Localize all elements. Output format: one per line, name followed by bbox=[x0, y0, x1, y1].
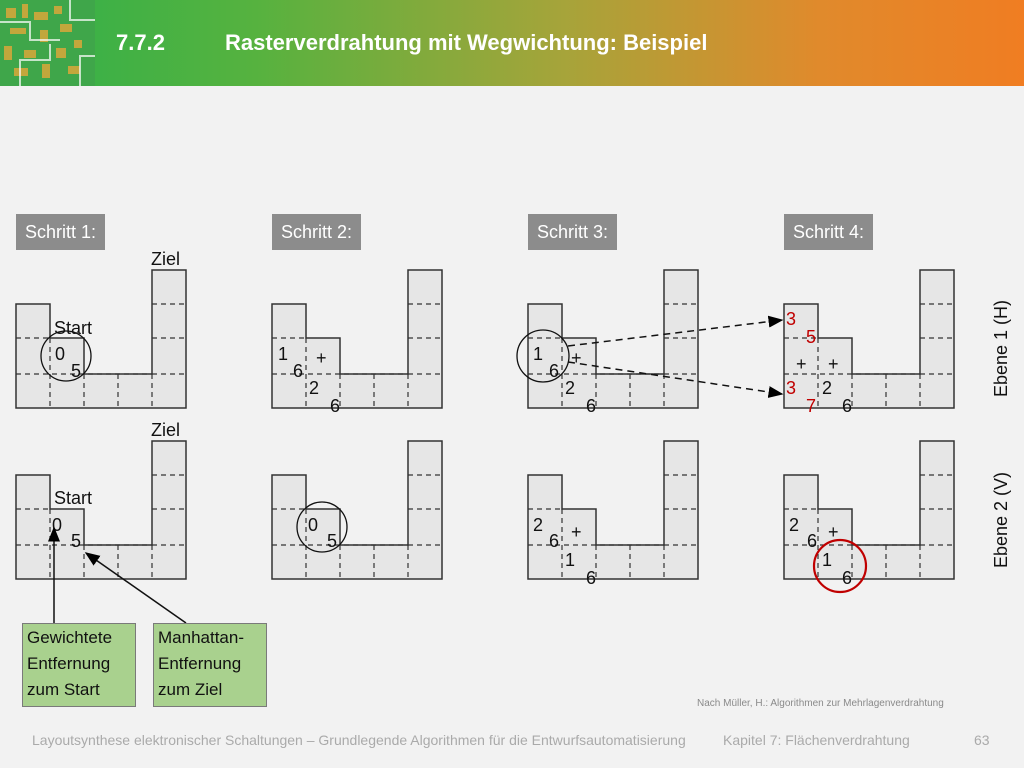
weighted-distance-note: Gewichtete Entfernung zum Start bbox=[22, 623, 136, 707]
cell-value: 6 bbox=[549, 531, 559, 551]
target-label: Ziel bbox=[151, 249, 180, 269]
cell-value: 1 bbox=[565, 550, 575, 570]
current-cell-circle bbox=[40, 330, 92, 382]
footer-page-number: 63 bbox=[974, 732, 990, 748]
step-label-1: Schritt 1: bbox=[16, 214, 106, 250]
cell-value: 2 bbox=[309, 378, 319, 398]
manhattan-distance-note: Manhattan- Entfernung zum Ziel bbox=[153, 623, 267, 707]
cell-value: 6 bbox=[586, 568, 596, 588]
grid-step3-layer2 bbox=[527, 440, 699, 580]
target-label: Ziel bbox=[151, 420, 180, 440]
cell-value: + bbox=[796, 354, 807, 374]
step-label-3: Schritt 3: bbox=[528, 214, 618, 250]
grid-step2-layer1 bbox=[271, 269, 443, 409]
footer-course: Layoutsynthese elektronischer Schaltunge… bbox=[32, 732, 686, 748]
cell-value-highlight: 3 bbox=[786, 309, 796, 329]
expansion-arrow bbox=[567, 361, 784, 398]
note-line: Entfernung bbox=[158, 654, 242, 673]
start-label: Start bbox=[54, 488, 92, 508]
current-cell-circle bbox=[296, 501, 348, 553]
cell-value: + bbox=[828, 522, 839, 542]
start-label: Start bbox=[54, 318, 92, 338]
cell-value: 2 bbox=[533, 515, 543, 535]
cell-value: 6 bbox=[330, 396, 340, 416]
cell-value: 0 bbox=[308, 515, 318, 535]
cell-value: 6 bbox=[293, 361, 303, 381]
cell-value: 5 bbox=[327, 531, 337, 551]
footer-chapter: Kapitel 7: Flächenverdrahtung bbox=[723, 732, 910, 748]
cell-value: + bbox=[571, 348, 582, 368]
grid-step1-layer1 bbox=[15, 269, 187, 409]
university-logo-icon bbox=[0, 0, 95, 86]
cell-value: 1 bbox=[822, 550, 832, 570]
slide-number: 7.7.2 bbox=[116, 30, 165, 55]
slide-header: 7.7.2 Rasterverdrahtung mit Wegwichtung:… bbox=[0, 0, 1024, 86]
cell-value: 6 bbox=[807, 531, 817, 551]
grid-step4-layer2 bbox=[783, 440, 955, 580]
cell-value: 6 bbox=[842, 396, 852, 416]
cell-value: 6 bbox=[842, 568, 852, 588]
cell-value: 2 bbox=[822, 378, 832, 398]
cell-value: 1 bbox=[533, 344, 543, 364]
cell-value: 5 bbox=[71, 531, 81, 551]
step-label-4: Schritt 4: bbox=[784, 214, 874, 250]
cell-value: 5 bbox=[71, 361, 81, 381]
cell-value-highlight: 5 bbox=[806, 327, 816, 347]
annotation-arrow-manhattan bbox=[84, 552, 187, 624]
cell-value: + bbox=[571, 522, 582, 542]
target-reached-circle bbox=[812, 538, 868, 594]
grid-step1-layer2 bbox=[15, 440, 187, 580]
cell-value: 0 bbox=[52, 515, 62, 535]
cell-value: + bbox=[316, 348, 327, 368]
layer2-label: Ebene 2 (V) bbox=[991, 472, 1011, 568]
cell-value-highlight: 3 bbox=[786, 378, 796, 398]
cell-value: 2 bbox=[789, 515, 799, 535]
note-line: Manhattan- bbox=[158, 628, 244, 647]
slide-title: Rasterverdrahtung mit Wegwichtung: Beisp… bbox=[225, 30, 708, 55]
cell-value: 2 bbox=[565, 378, 575, 398]
cell-value: 0 bbox=[55, 344, 65, 364]
current-cell-circle bbox=[516, 329, 570, 383]
cell-value: + bbox=[828, 354, 839, 374]
cell-value: 6 bbox=[549, 361, 559, 381]
cell-value: 6 bbox=[586, 396, 596, 416]
note-line: Entfernung bbox=[27, 654, 111, 673]
step-label-2: Schritt 2: bbox=[272, 214, 362, 250]
note-line: Gewichtete bbox=[27, 628, 113, 647]
cell-value: 1 bbox=[278, 344, 288, 364]
grid-step2-layer2 bbox=[271, 440, 443, 580]
layer1-label: Ebene 1 (H) bbox=[991, 300, 1011, 397]
citation: Nach Müller, H.: Algorithmen zur Mehrlag… bbox=[697, 698, 944, 709]
note-line: zum Start bbox=[27, 680, 100, 699]
grid-step3-layer1 bbox=[527, 269, 699, 409]
cell-value-highlight: 7 bbox=[806, 396, 816, 416]
note-line: zum Ziel bbox=[158, 680, 223, 699]
